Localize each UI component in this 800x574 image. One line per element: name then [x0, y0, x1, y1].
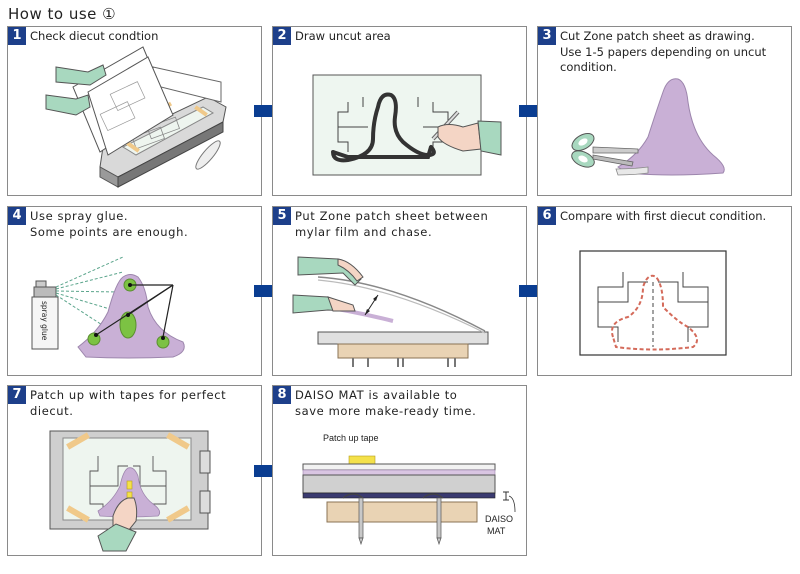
- spray-glue-label: spray glue: [40, 301, 49, 341]
- step-6-caption-line: Compare with first diecut condition.: [560, 209, 767, 223]
- step-8-caption-line: save more make-ready time.: [295, 403, 477, 418]
- step-2-caption-line: Draw uncut area: [295, 29, 391, 43]
- step-7-caption-line: diecut.: [30, 403, 74, 418]
- step-8-panel: 8 DAISO MAT is available to save more ma…: [272, 385, 527, 556]
- step-2-panel: 2 Draw uncut area: [272, 26, 527, 196]
- step-5-panel: 5 Put Zone patch sheet between mylar fil…: [272, 206, 527, 376]
- step-4-illustration: spray glue: [31, 256, 185, 359]
- step-1-caption-line: Check diecut condtion: [30, 29, 159, 43]
- step-1-illustration: [45, 46, 227, 188]
- step-3-caption: Cut Zone patch sheet as drawing. Use 1-5…: [560, 29, 787, 76]
- step-7-panel: 7 Patch up with tapes for perfect diecut…: [7, 385, 262, 556]
- step-5-number: 5: [273, 207, 291, 225]
- step-6-panel: 6 Compare with first diecut condition.: [537, 206, 792, 376]
- page-title: How to use ①: [8, 5, 117, 23]
- step-2-caption: Draw uncut area: [295, 29, 522, 45]
- step-5-illustration: [292, 256, 489, 367]
- step-2-number: 2: [273, 27, 291, 45]
- step-5-caption: Put Zone patch sheet between mylar film …: [295, 209, 522, 240]
- step-3-caption-line: condition.: [560, 60, 617, 74]
- step-3-caption-line: Cut Zone patch sheet as drawing.: [560, 29, 755, 43]
- step-6-illustration: [579, 250, 727, 356]
- step-3-panel: 3 Cut Zone patch sheet as drawing. Use 1…: [537, 26, 792, 196]
- step-3-caption-line: Use 1-5 papers depending on uncut: [560, 44, 767, 59]
- step-6-caption: Compare with first diecut condition.: [560, 209, 787, 225]
- step-3-illustration: [571, 78, 725, 176]
- step-2-illustration: [312, 74, 502, 176]
- daiso-mat-label: DAISO: [485, 514, 513, 524]
- step-8-caption: DAISO MAT is available to save more make…: [295, 388, 522, 419]
- spray-glue-text: spray glue: [40, 301, 49, 341]
- step-4-panel: 4 Use spray glue. Some points are enough…: [7, 206, 262, 376]
- step-1-number: 1: [8, 27, 26, 45]
- step-6-number: 6: [538, 207, 556, 225]
- step-4-caption: Use spray glue. Some points are enough.: [30, 209, 257, 240]
- step-7-illustration: [49, 430, 211, 552]
- step-4-number: 4: [8, 207, 26, 225]
- step-3-number: 3: [538, 27, 556, 45]
- step-4-caption-line: Some points are enough.: [30, 224, 189, 239]
- step-1-caption: Check diecut condtion: [30, 29, 257, 45]
- step-8-number: 8: [273, 386, 291, 404]
- step-1-panel: 1 Check diecut condtion: [7, 26, 262, 196]
- patch-up-tape-label: Patch up tape: [323, 433, 379, 443]
- step-8-caption-line: DAISO MAT is available to: [295, 388, 458, 402]
- step-5-caption-line: Put Zone patch sheet between: [295, 209, 489, 223]
- step-7-caption: Patch up with tapes for perfect diecut.: [30, 388, 257, 419]
- daiso-mat-label: MAT: [487, 526, 506, 536]
- step-4-caption-line: Use spray glue.: [30, 209, 129, 223]
- step-5-caption-line: mylar film and chase.: [295, 224, 433, 239]
- step-8-illustration: Patch up tape DAISO MAT: [302, 433, 516, 546]
- step-7-number: 7: [8, 386, 26, 404]
- step-7-caption-line: Patch up with tapes for perfect: [30, 388, 227, 402]
